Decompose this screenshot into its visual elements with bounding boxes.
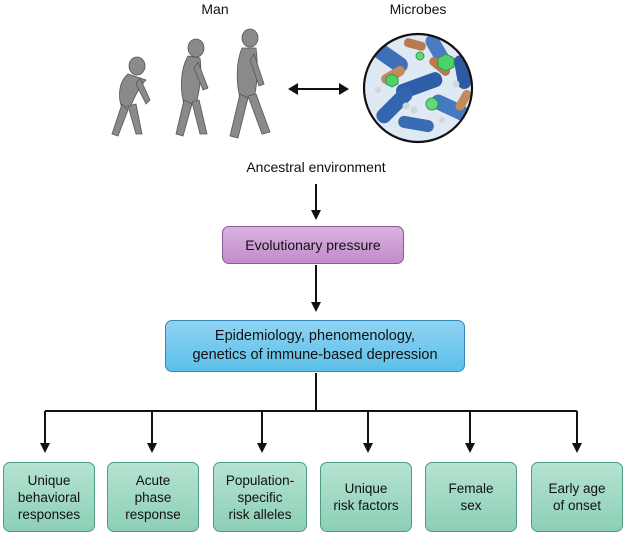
outcome-label: Population- specific risk alleles bbox=[225, 472, 295, 522]
ancestral-environment-label: Ancestral environment bbox=[246, 159, 386, 175]
microbes-label: Microbes bbox=[389, 1, 447, 17]
outcome-box-unique-behavioral-responses: Unique behavioral responses bbox=[3, 462, 95, 532]
epidemiology-label: Epidemiology, phenomenology, genetics of… bbox=[192, 328, 438, 363]
epidemiology-box: Epidemiology, phenomenology, genetics of… bbox=[165, 320, 465, 372]
microbes-icon bbox=[362, 32, 474, 144]
outcome-label: Unique behavioral responses bbox=[17, 472, 81, 522]
outcome-label: Unique risk factors bbox=[333, 481, 399, 513]
human-evolution-icon bbox=[111, 28, 271, 139]
early-human-figure-icon bbox=[175, 38, 209, 137]
outcome-box-female-sex: Female sex bbox=[425, 462, 517, 532]
modern-human-figure-icon bbox=[229, 28, 271, 139]
outcome-box-population-specific-risk-alleles: Population- specific risk alleles bbox=[213, 462, 307, 532]
evolutionary-pressure-box: Evolutionary pressure bbox=[222, 226, 404, 264]
outcome-label: Early age of onset bbox=[548, 481, 606, 513]
outcome-label: Female sex bbox=[448, 481, 494, 513]
man-label: Man bbox=[201, 1, 229, 17]
evolutionary-pressure-label: Evolutionary pressure bbox=[245, 237, 381, 253]
ape-figure-icon bbox=[111, 56, 151, 137]
outcome-label: Acute phase response bbox=[125, 472, 181, 522]
outcome-box-acute-phase-response: Acute phase response bbox=[107, 462, 199, 532]
outcome-box-early-age-of-onset: Early age of onset bbox=[531, 462, 623, 532]
bidirectional-arrow-icon bbox=[288, 83, 349, 95]
outcome-box-unique-risk-factors: Unique risk factors bbox=[320, 462, 412, 532]
